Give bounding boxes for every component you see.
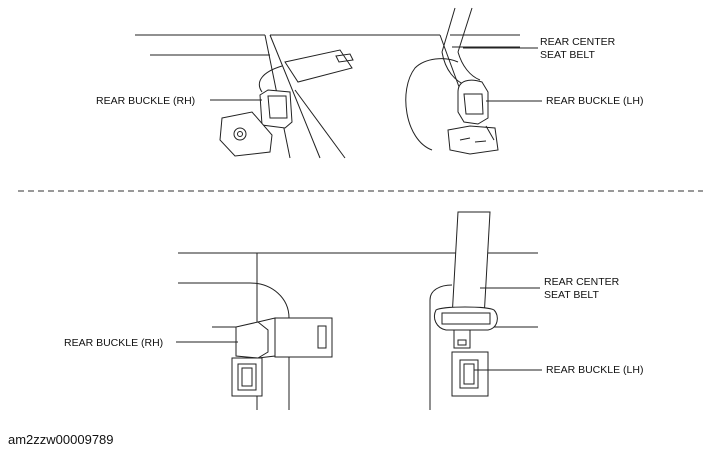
label-top-center-belt-1: REAR CENTER [540,36,616,48]
seat-curve [249,282,290,319]
seat-cushion-line [150,46,520,56]
label-bottom-center-belt-1: REAR CENTER [544,276,620,288]
bottom-view [176,211,542,410]
center-belt-webbing-top [441,7,473,53]
buckle-lh-top [447,79,499,155]
buckle-rh-bottom [231,317,333,397]
buckle-rh-top [219,49,354,157]
seat-divider-mid [269,34,321,159]
seat-divider-lh [439,34,463,96]
label-bottom-rear-buckle-rh: REAR BUCKLE (RH) [64,337,163,349]
label-top-center-belt-2: SEAT BELT [540,49,595,61]
label-top-rear-buckle-lh: REAR BUCKLE (LH) [546,95,643,107]
top-view [135,7,542,159]
belt-guide [433,306,498,331]
center-belt-strap-bottom [451,211,491,319]
label-bottom-rear-buckle-lh: REAR BUCKLE (LH) [546,364,643,376]
buckle-lh-bottom [451,351,489,397]
label-top-rear-buckle-rh: REAR BUCKLE (RH) [96,95,195,107]
label-bottom-center-belt-2: SEAT BELT [544,289,599,301]
seat-contour-lh [405,58,459,151]
seat-cushion-rh [294,89,346,159]
seat-contour-lh-bottom [429,284,453,410]
figure-id-caption: am2zzw00009789 [8,432,114,447]
